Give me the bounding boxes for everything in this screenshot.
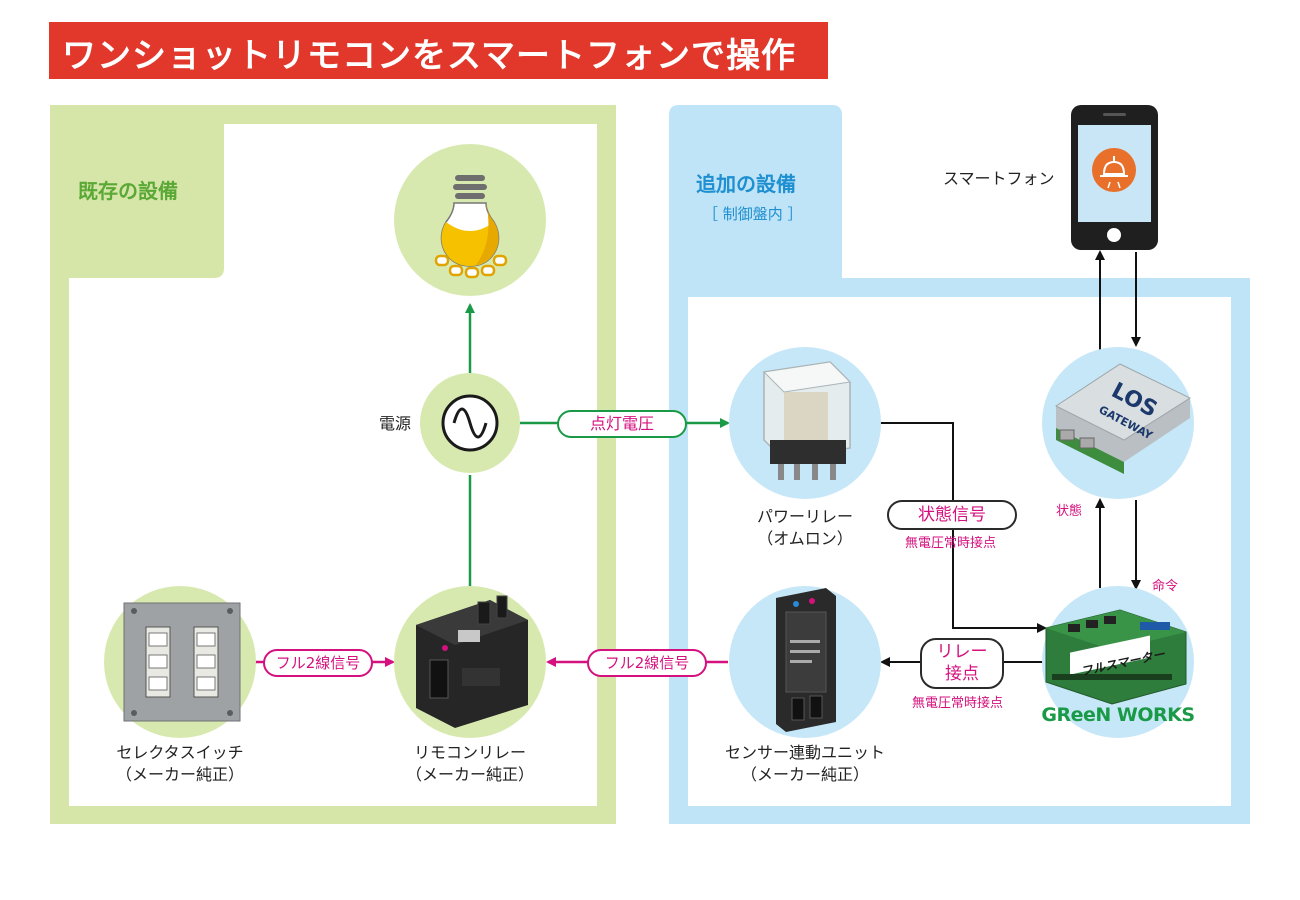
command-label: 命令 [1152,579,1179,594]
sensor-unit-device [729,586,881,738]
sensor-unit-label: センサー連動ユニット （メーカー純正） [724,743,885,784]
existing-equipment-title: 既存の設備 [78,179,178,203]
relay-contact-note: 無電圧常時接点 [912,696,1004,711]
light-bulb-icon [434,175,508,279]
los-gateway-device: LOS GATEWAY [1042,347,1194,499]
light-bulb-device [394,144,546,296]
added-equipment-title: 追加の設備 [696,172,796,196]
lighting-voltage-pill: 点灯電圧 [557,410,687,438]
smartphone-label: スマートフォン [943,169,1055,188]
relay-contact-pill: リレー 接点 [920,638,1004,689]
power-source-device [420,373,520,473]
title-banner [49,22,828,79]
state-label: 状態 [1056,504,1083,519]
controller-device [1042,586,1194,738]
existing-equipment-panel [50,105,616,824]
power-relay-device [729,347,881,499]
status-signal-note: 無電圧常時接点 [905,536,997,551]
power-relay-label: パワーリレー （オムロン） [756,507,853,548]
selector-switch-label: セレクタスイッチ （メーカー純正） [115,743,244,784]
page-title: ワンショットリモコンをスマートフォンで操作 [62,36,796,76]
lamp-app-icon [1092,148,1136,192]
status-signal-pill: 状態信号 [887,500,1017,530]
added-equipment-panel [669,105,1250,824]
power-source-label: 電源 [378,414,411,433]
smartphone-device [1071,105,1158,250]
selector-switch-device [104,586,256,738]
remote-relay-label: リモコンリレー （メーカー純正） [405,743,534,784]
control-panel-subtitle: ［ 制御盤内 ］ [703,205,803,223]
remote-relay-device [394,586,546,738]
full2-signal-left-pill: フル2線信号 [263,649,373,677]
green-works-logo: GReeN WORKS [1041,704,1195,726]
full2-signal-right-pill: フル2線信号 [587,649,707,677]
